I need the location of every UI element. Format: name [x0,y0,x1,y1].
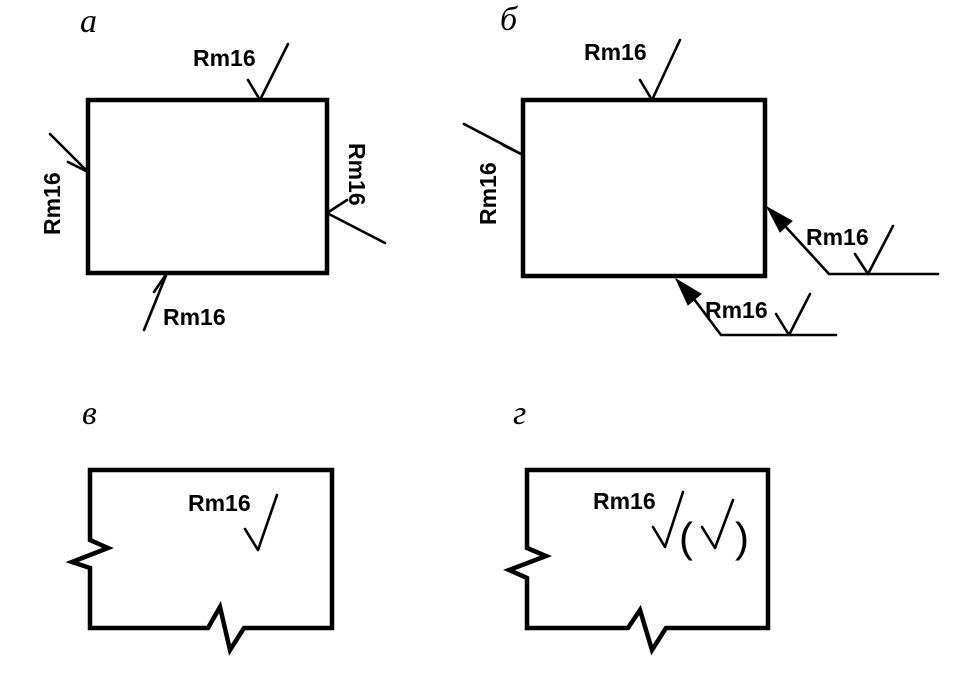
roughness-label-top-b: Rm16 [584,39,647,65]
roughness-label-common-v: Rm16 [188,490,251,516]
part-outline-a [85,97,330,276]
panel-v: в Rm16 [65,395,335,656]
roughness-symbol-right-a [325,198,387,245]
panel-b: б Rm16 Rm16 Rm16 Rm16 [462,1,940,337]
break-line-zigzag-icon [503,467,771,656]
roughness-label-right-b: Rm16 [806,224,869,250]
roughness-label-left-a: Rm16 [39,172,65,235]
roughness-symbol-left-a [48,132,90,174]
leader-bottom-b: Rm16 [674,277,838,337]
break-line-zigzag-icon [65,467,335,656]
roughness-symbol-top-b [638,38,682,102]
leader-arrow-icon [674,277,702,306]
roughness-symbol-left-b [462,122,525,157]
panel-g: г Rm16 ( ) [503,395,771,656]
roughness-label-bottom-a: Rm16 [163,304,226,330]
paren-open: ( [679,514,693,561]
leader-line-bottom-b [692,297,838,337]
leader-line-right-b [783,224,940,276]
roughness-symbol-right-b [853,224,895,276]
roughness-label-top-a: Rm16 [193,45,256,71]
surface-roughness-check-icon [700,498,735,550]
roughness-label-right-a: Rm16 [344,143,370,206]
roughness-label-bottom-b: Rm16 [705,297,768,323]
panel-a: а Rm16 Rm16 Rm16 Rm16 [39,3,387,332]
roughness-label-left-b: Rm16 [475,162,501,225]
panel-letter-v: в [82,395,97,432]
roughness-label-common-g: Rm16 [593,488,656,514]
roughness-symbol-bottom-a [142,271,169,332]
panel-letter-b: б [500,1,519,38]
roughness-symbol-top-a [246,42,290,102]
surface-roughness-check-icon [651,490,685,549]
surface-roughness-check-icon [243,493,279,552]
panel-letter-a: а [80,3,97,40]
leader-right-b: Rm16 [765,205,940,276]
panel-letter-g: г [513,395,526,432]
paren-close: ) [735,514,749,561]
roughness-symbol-bottom-b [774,292,812,337]
part-outline-b [520,97,768,279]
